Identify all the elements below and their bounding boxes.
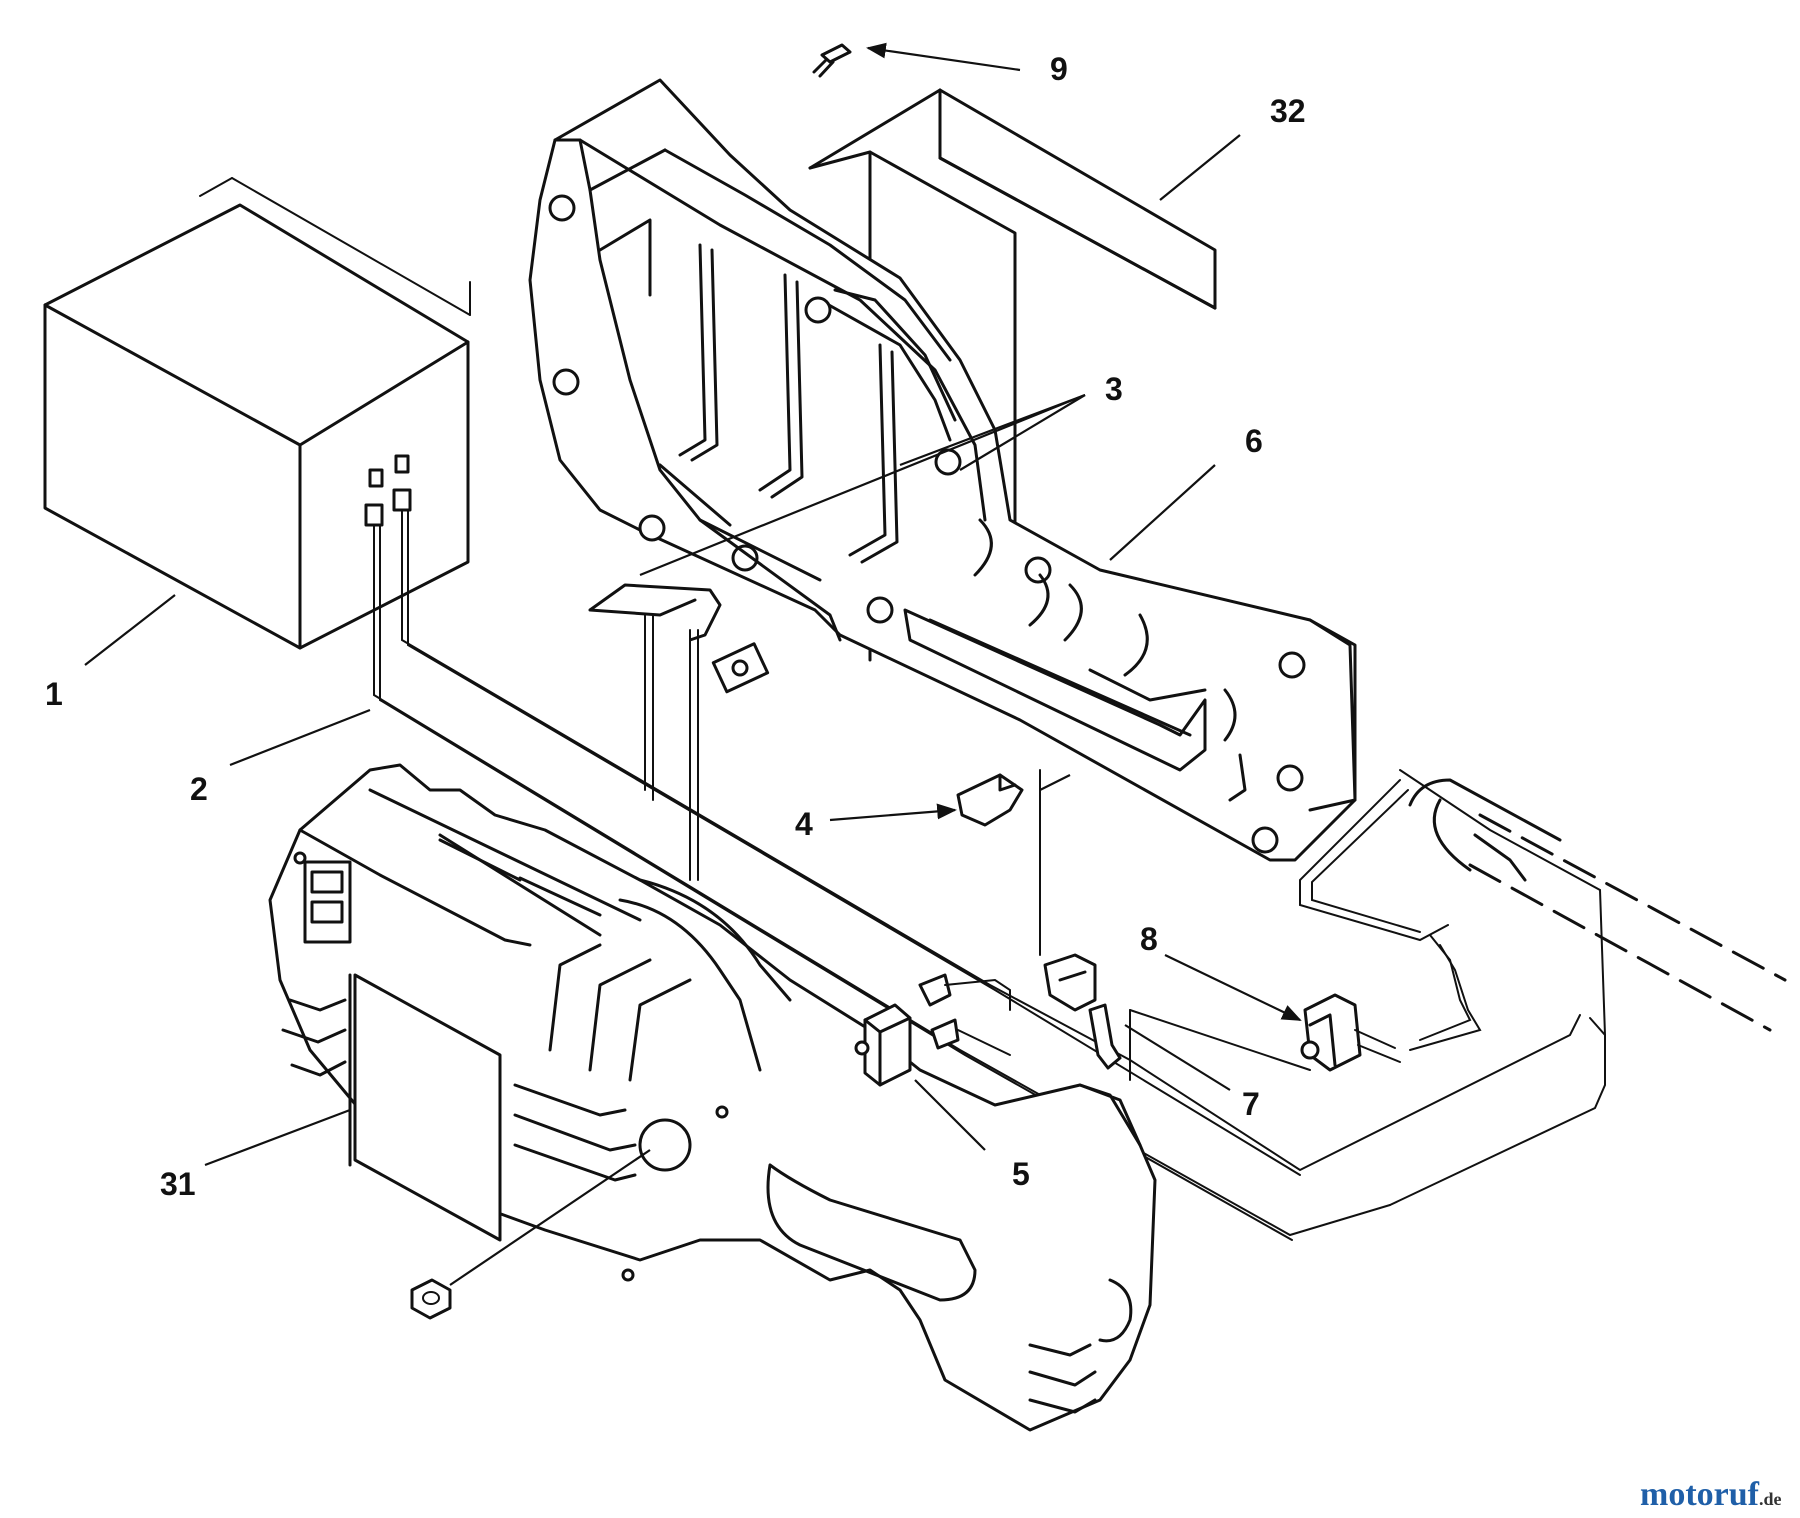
clip-part-4 <box>956 773 1024 827</box>
watermark-logo: motoruf.de <box>1640 1476 1781 1513</box>
callout-5: 5 <box>1012 1156 1030 1192</box>
svg-text:motoruf.de: motoruf.de <box>1640 1476 1781 1513</box>
bracket-part-3 <box>588 583 770 881</box>
nut <box>410 1278 452 1320</box>
callout-2: 2 <box>190 771 208 807</box>
callout-7: 7 <box>1242 1086 1260 1122</box>
callout-6: 6 <box>1245 423 1263 459</box>
lower-housing <box>268 763 1157 1432</box>
screw-part-9 <box>812 43 852 78</box>
switch-part-8 <box>1300 993 1401 1072</box>
callout-4: 4 <box>795 806 813 842</box>
watermark-brand: motoruf <box>1640 1476 1760 1513</box>
callout-32: 32 <box>1270 93 1306 129</box>
callout-31: 31 <box>160 1166 196 1202</box>
wire-harness-part-2 <box>373 509 1606 1241</box>
connector-part-5 <box>854 973 1011 1087</box>
watermark-suffix: .de <box>1759 1489 1782 1509</box>
housing-half-part-6 <box>528 78 1357 862</box>
callout-labels: 9 32 3 6 1 2 4 8 7 5 31 <box>45 51 1306 1202</box>
callout-9: 9 <box>1050 51 1068 87</box>
callout-1: 1 <box>45 676 63 712</box>
callout-3: 3 <box>1105 371 1123 407</box>
bracket-part-7 <box>1039 769 1311 1081</box>
motor-tube <box>1299 769 1787 1051</box>
battery-box-part-1 <box>43 177 471 650</box>
callout-8: 8 <box>1140 921 1158 957</box>
callout-leaders <box>84 42 1302 1286</box>
